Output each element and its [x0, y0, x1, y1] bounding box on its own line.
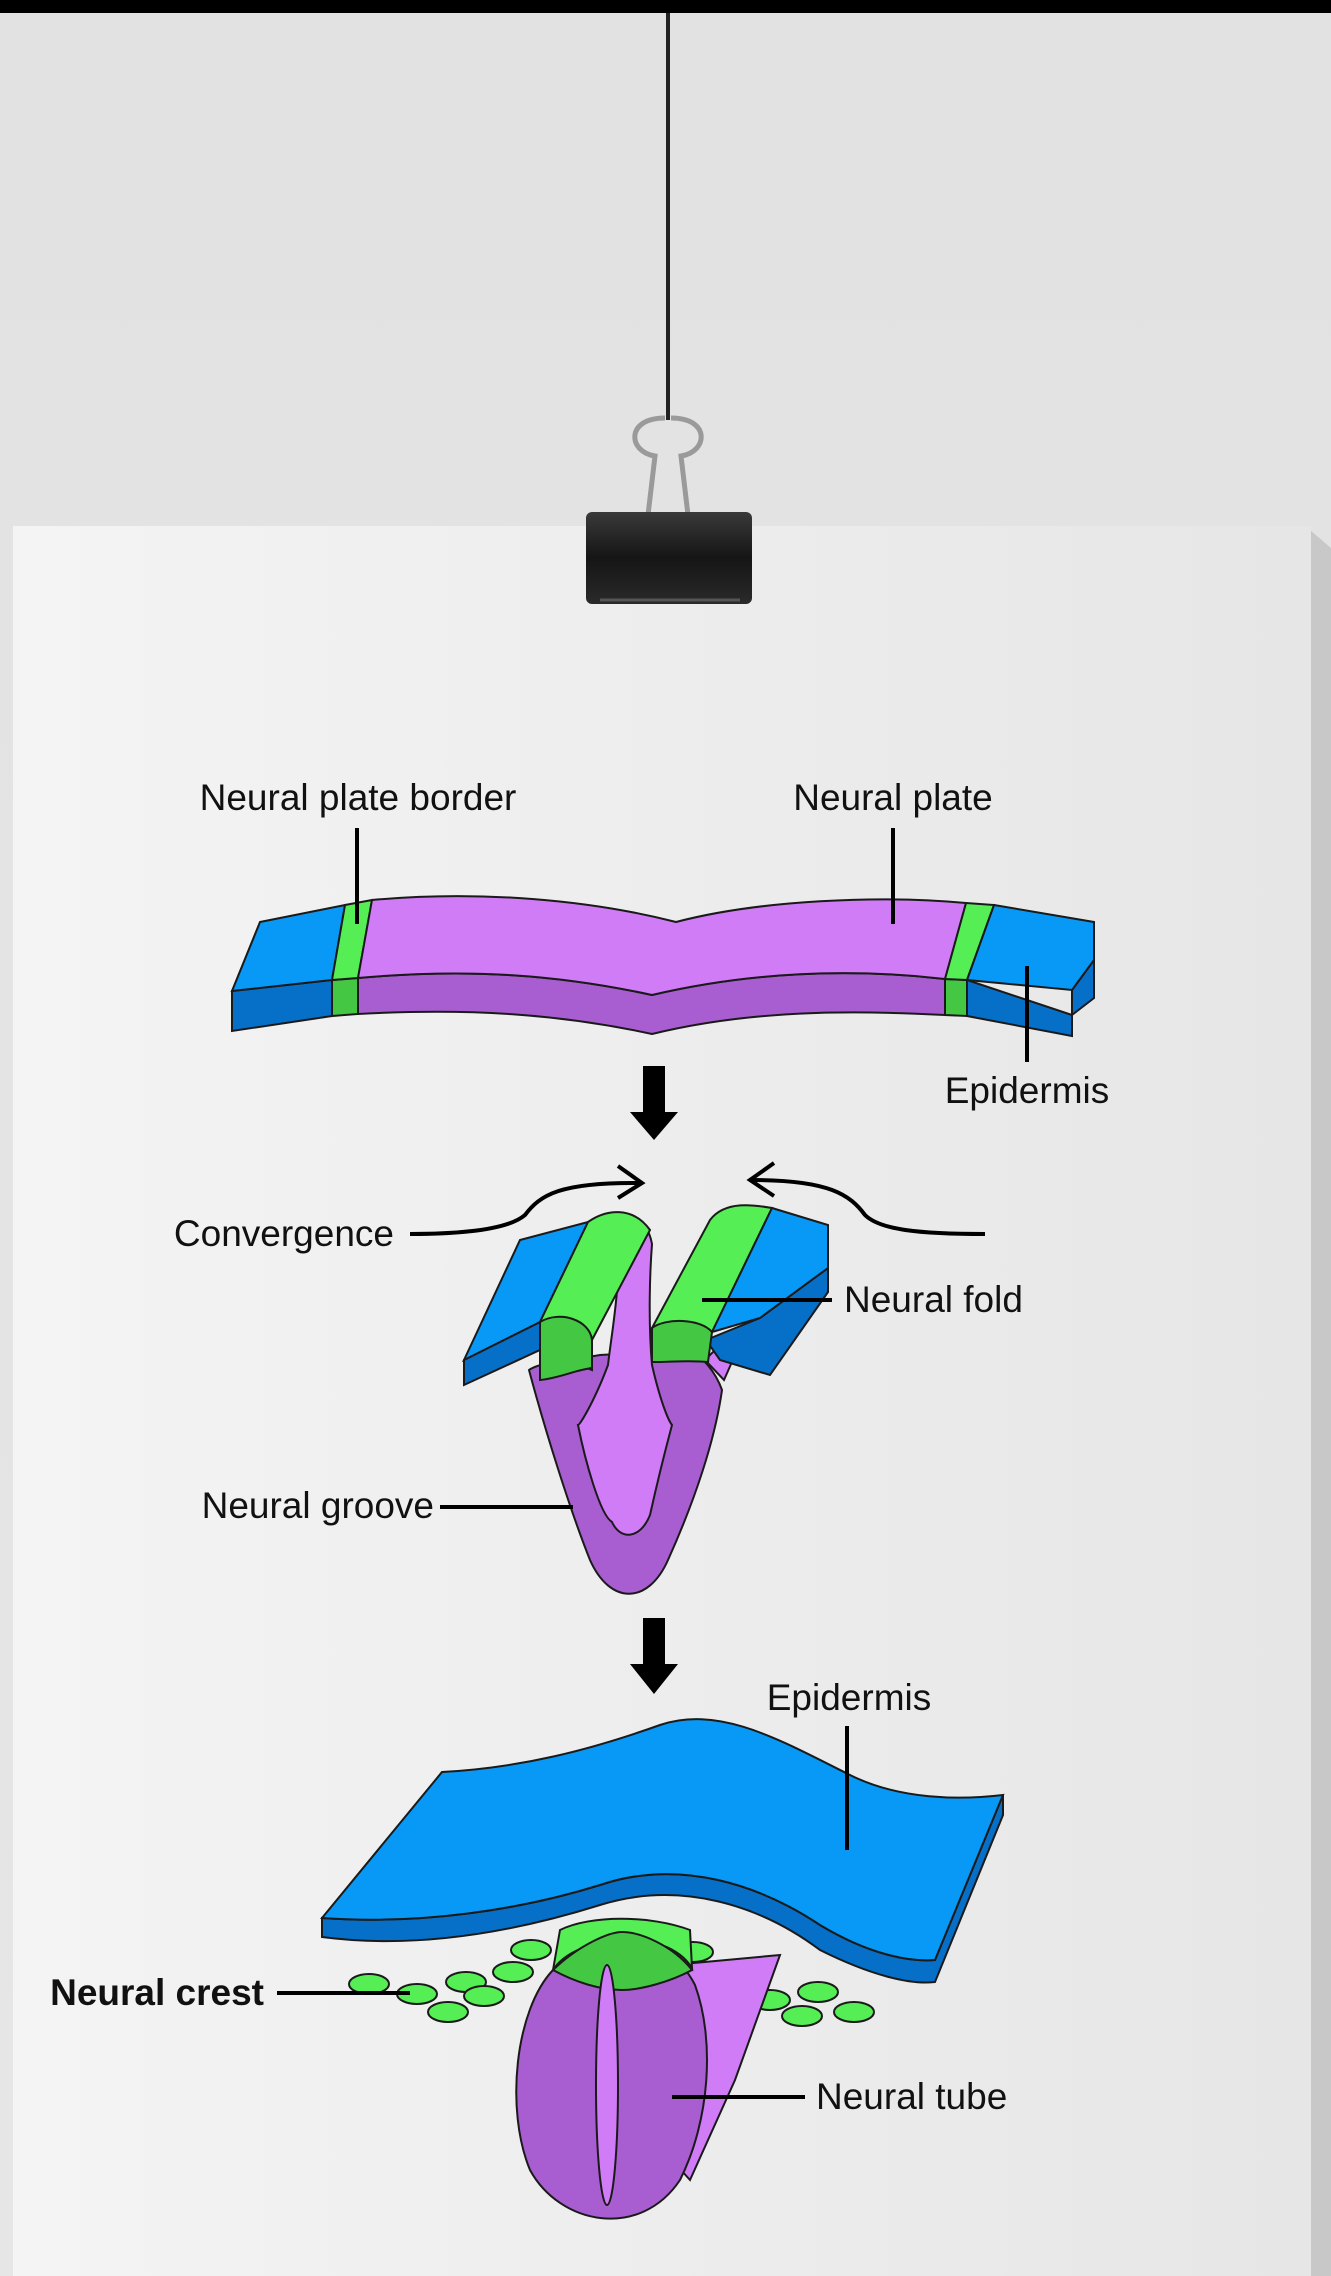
label-neural-groove: Neural groove [202, 1485, 434, 1526]
border-front-left [332, 978, 358, 1016]
tube-lumen [596, 1965, 618, 2205]
border-front-right [945, 979, 967, 1016]
label-epidermis-top: Epidermis [945, 1070, 1110, 1111]
label-convergence: Convergence [174, 1213, 394, 1254]
label-neural-tube: Neural tube [816, 2076, 1007, 2117]
fold-right-border-cut [652, 1321, 712, 1362]
label-neural-crest: Neural crest [50, 1972, 264, 2013]
label-neural-fold: Neural fold [844, 1279, 1023, 1320]
binder-clip-icon [586, 418, 752, 604]
label-neural-plate-border: Neural plate border [200, 777, 517, 818]
label-epidermis-bottom: Epidermis [767, 1677, 932, 1718]
label-neural-plate: Neural plate [793, 777, 993, 818]
